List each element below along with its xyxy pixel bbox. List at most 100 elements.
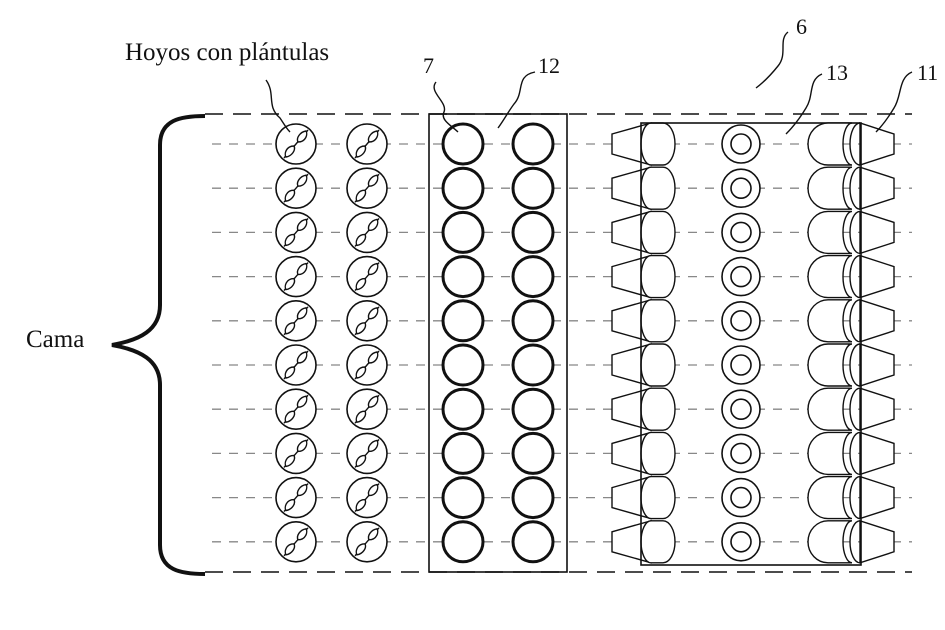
- right-cup-element: [859, 298, 895, 343]
- tray-12-holes: [441, 122, 555, 564]
- seedling-leaf-upper: [367, 351, 379, 364]
- seedling-leaf-upper: [367, 307, 379, 320]
- tray-hole: [441, 210, 485, 254]
- seedling-leaf-upper: [367, 439, 379, 453]
- tray-hole: [511, 122, 555, 166]
- right-cup-element: [859, 122, 895, 166]
- right-cup-opening: [849, 475, 861, 520]
- inner-cup-element: [807, 387, 853, 431]
- inner-cup-element: [807, 475, 853, 520]
- right-cup-element: [859, 519, 895, 564]
- seedling-leaf-upper: [296, 130, 308, 143]
- seedling-leaf-upper: [296, 351, 308, 364]
- tray-hole: [511, 255, 555, 299]
- right-cup-element: [859, 254, 895, 299]
- tray-hole: [511, 387, 555, 431]
- center-ring-inner: [730, 486, 752, 509]
- callout-13-label: 13: [826, 60, 848, 85]
- seedling-leaf-upper: [296, 439, 308, 453]
- right-cup-opening: [849, 431, 861, 476]
- seedling-leaf-upper: [367, 483, 379, 497]
- callout-12-label: 12: [538, 53, 560, 78]
- inner-cup-element: [807, 166, 853, 210]
- device-13-frame: [640, 122, 862, 566]
- device-13-elements: [721, 122, 853, 564]
- left-cup-opening: [640, 387, 676, 431]
- seedling-leaf-upper: [367, 528, 379, 541]
- callout-6-label: 6: [796, 14, 807, 39]
- bed-brace: [111, 114, 206, 576]
- tray-hole: [441, 387, 485, 431]
- seedling-leaf-lower: [355, 543, 367, 556]
- tray-hole: [441, 166, 485, 210]
- seedling-leaf-upper: [367, 262, 379, 276]
- callout-11-leader: [875, 71, 913, 133]
- right-cup-element: [859, 431, 895, 476]
- inner-cup-element: [807, 299, 853, 343]
- inner-cup-element: [807, 254, 853, 299]
- seedling-leaf-lower: [355, 454, 367, 468]
- left-cup-opening: [640, 166, 676, 210]
- tray-hole: [441, 255, 485, 299]
- center-ring-inner: [730, 133, 752, 155]
- seedling-leaf-lower: [284, 233, 296, 247]
- tray-hole: [441, 431, 485, 475]
- seedling-leaf-lower: [355, 322, 367, 335]
- tray-hole: [511, 343, 555, 387]
- right-cup-element: [859, 166, 895, 211]
- center-ring-inner: [730, 177, 752, 199]
- inner-cup-element: [807, 122, 853, 166]
- seedling-leaf-lower: [355, 189, 367, 202]
- seedling-leaf-lower: [284, 410, 296, 423]
- seedling-leaf-upper: [296, 218, 308, 232]
- seedling-leaf-upper: [367, 174, 379, 187]
- left-cup-opening: [640, 299, 676, 343]
- seedling-leaf-upper: [367, 218, 379, 232]
- seedling-leaf-upper: [367, 130, 379, 143]
- callout-7-label: 7: [423, 53, 434, 78]
- right-cup-element: [859, 475, 895, 520]
- tray-hole: [511, 520, 555, 564]
- center-ring-inner: [730, 221, 752, 244]
- seedling-leaf-upper: [296, 174, 308, 187]
- left-cup-opening: [640, 520, 676, 564]
- right-cup-opening: [849, 210, 861, 255]
- tray-hole: [441, 476, 485, 520]
- center-ring-inner: [730, 530, 752, 553]
- inner-cup-element: [807, 210, 853, 255]
- right-cup-opening: [849, 166, 861, 210]
- seedling-leaf-lower: [284, 189, 296, 202]
- center-ring-inner: [730, 309, 752, 332]
- tray-hole: [511, 299, 555, 343]
- tray-hole: [511, 476, 555, 520]
- tray-hole: [511, 166, 555, 210]
- inner-cup-element: [807, 343, 853, 387]
- center-ring-inner: [730, 398, 752, 421]
- seedling-leaf-upper: [296, 395, 308, 408]
- seedling-leaf-lower: [355, 145, 367, 158]
- inner-cup-element: [807, 431, 853, 476]
- seedling-holes-label: Hoyos con plántulas: [125, 39, 329, 66]
- tray-hole: [511, 210, 555, 254]
- seedling-leaf-lower: [284, 277, 296, 291]
- seedling-leaf-upper: [296, 262, 308, 276]
- right-cup-element: [859, 387, 895, 432]
- seedling-leaf-lower: [284, 543, 296, 556]
- center-ring-inner: [730, 265, 752, 288]
- seedling-leaf-lower: [355, 277, 367, 291]
- left-cup-opening: [640, 431, 676, 476]
- seedling-leaf-lower: [284, 454, 296, 468]
- seedling-leaf-lower: [284, 322, 296, 335]
- inner-cup-element: [807, 520, 853, 564]
- seedling-leaf-upper: [296, 483, 308, 497]
- seedling-leaf-upper: [296, 307, 308, 320]
- tray-hole: [441, 343, 485, 387]
- seedling-leaf-upper: [296, 528, 308, 541]
- seedling-leaf-lower: [355, 366, 367, 379]
- left-cup-opening: [640, 122, 676, 166]
- seedling-leaf-lower: [355, 233, 367, 247]
- right-cup-opening: [849, 299, 861, 343]
- bed-label: Cama: [26, 326, 84, 353]
- callout-12-leader: [497, 71, 536, 129]
